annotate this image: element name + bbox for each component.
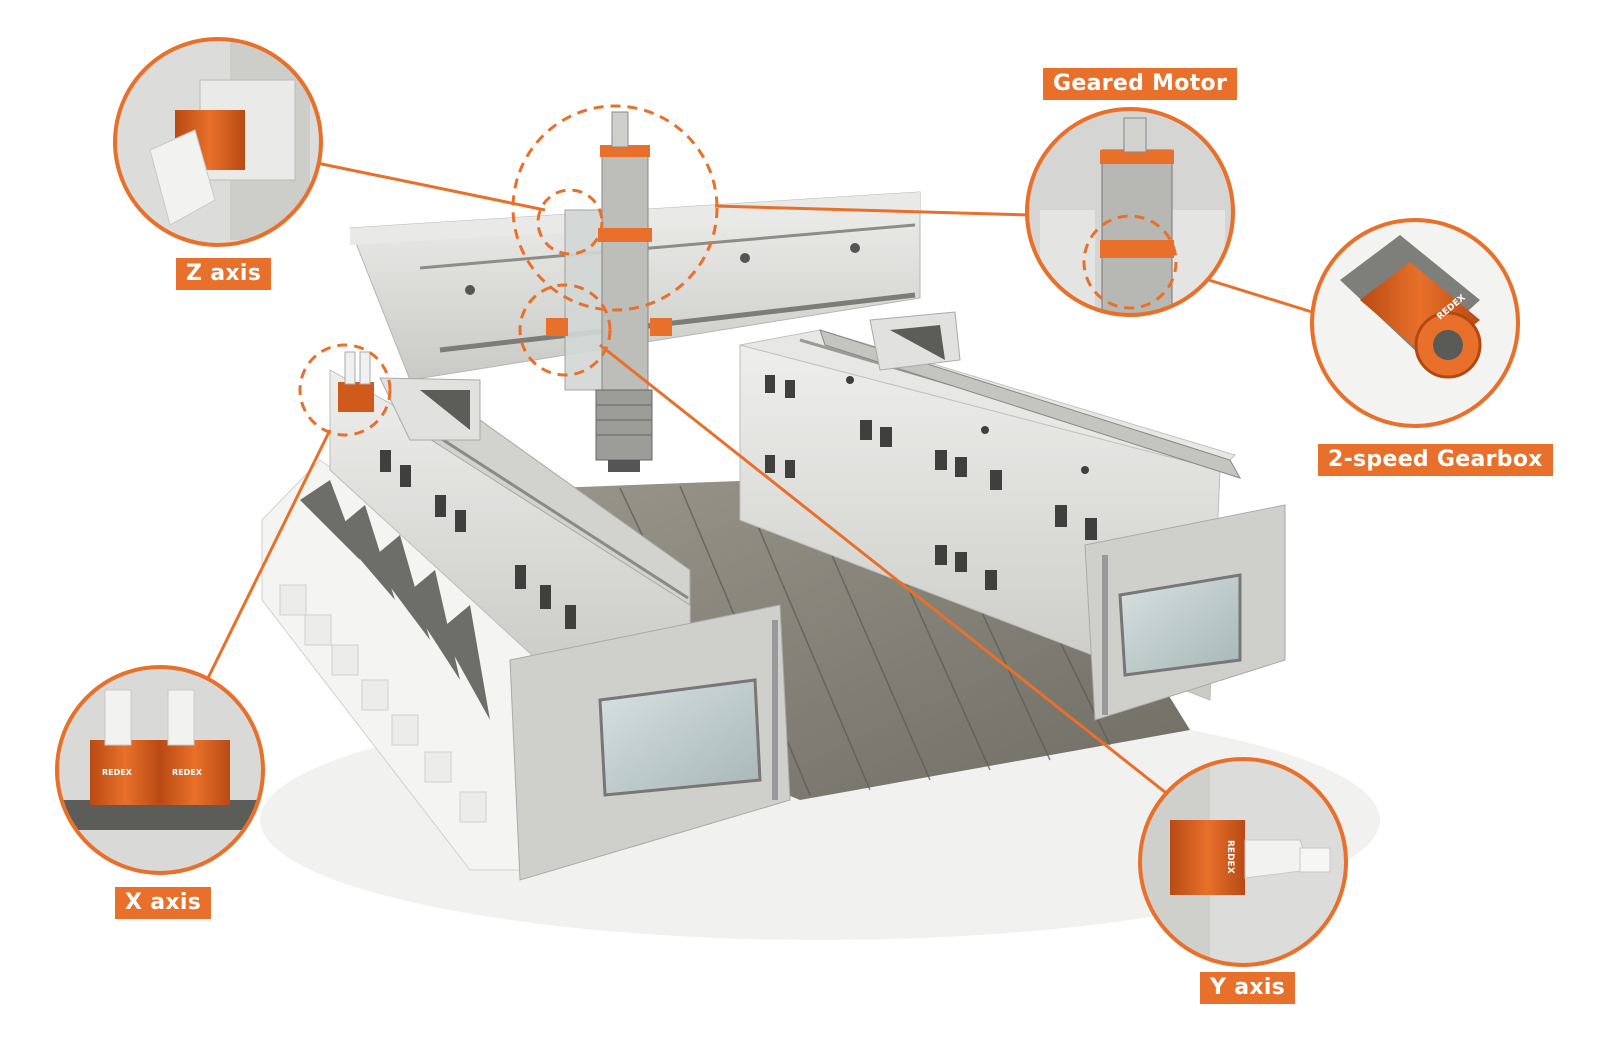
label-x-axis: X axis [115, 887, 212, 919]
highlight-y-axis [518, 283, 612, 377]
leader-x [206, 429, 332, 679]
zoom-y-axis: REDEX [1138, 757, 1348, 967]
z-ram [546, 111, 672, 472]
gantry-machine [260, 104, 1380, 940]
highlight-x-axis [298, 343, 392, 437]
x-axis-motors [338, 351, 374, 412]
zoom-x-axis: REDEX REDEX [55, 665, 265, 875]
left-bed [329, 369, 691, 691]
leader-lines [206, 160, 1313, 802]
zoom-gearbox: REDEX [1310, 218, 1520, 428]
zoom-geared-motor [1025, 107, 1235, 317]
label-z-axis: Z axis [176, 258, 272, 290]
leader-z [311, 160, 546, 212]
brand-logo-x2: REDEX [172, 768, 203, 777]
highlight-geared-motor [511, 104, 719, 312]
highlight-circles [298, 104, 719, 437]
brand-logo-x1: REDEX [102, 768, 133, 777]
front-left-door [509, 604, 791, 881]
left-bed-base [261, 459, 541, 871]
zoom-z-axis [113, 37, 323, 247]
leader-y [599, 343, 1176, 802]
label-geared-motor: Geared Motor [1043, 68, 1238, 100]
brand-logo-y: REDEX [1225, 840, 1235, 874]
right-rail [819, 329, 1242, 479]
label-gearbox: 2-speed Gearbox [1318, 444, 1553, 476]
label-y-axis: Y axis [1200, 972, 1296, 1004]
front-right-door [1084, 504, 1286, 721]
highlight-z-axis [536, 188, 604, 256]
leader-geared-motor [714, 204, 1029, 217]
